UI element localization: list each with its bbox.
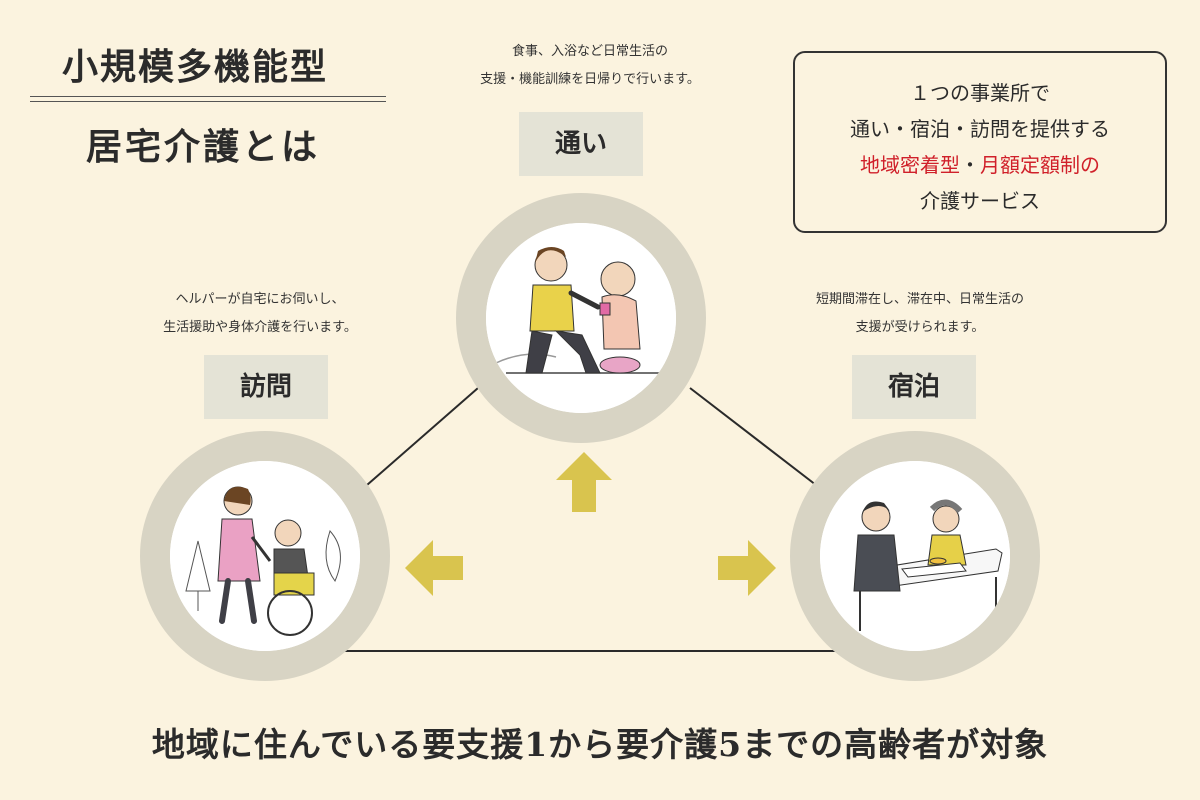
houmon-illustration [170,461,360,651]
houmon-circle [140,431,390,681]
shukuhaku-desc-line1: 短期間滞在し、滞在中、日常生活の [815,292,1024,307]
page-title-line1: 小規模多機能型 [62,46,329,88]
houmon-desc-line2: 生活援助や身体介護を行います。 [163,320,357,335]
title-divider-top [30,96,386,97]
summary-highlight-flatrate: 月額定額制の [980,153,1100,177]
target-audience-caption: 地域に住んでいる要支援1から要介護5までの高齢者が対象 [151,725,1049,764]
summary-separator: ・ [960,153,980,177]
shukuhaku-illustration [820,461,1010,651]
connector-kayoi-shukuhaku [689,387,817,486]
summary-line1: １つの事業所で [910,81,1050,105]
summary-highlight-community: 地域密着型 [860,153,960,177]
shukuhaku-desc-line2: 支援が受けられます。 [855,320,985,335]
kayoi-illustration [486,223,676,413]
arrow-up-icon [556,452,612,512]
connector-kayoi-houmon [366,387,479,486]
page-title-line2: 居宅介護とは [86,126,321,168]
title-divider-bottom [30,101,386,102]
kayoi-desc-line1: 食事、入浴など日常生活の [511,44,668,59]
arrow-left-icon [405,540,463,596]
houmon-desc-line1: ヘルパーが自宅にお伺いし、 [175,292,345,307]
shukuhaku-description: 短期間滞在し、滞在中、日常生活の 支援が受けられます。 [760,286,1080,342]
houmon-description: ヘルパーが自宅にお伺いし、 生活援助や身体介護を行います。 [100,286,420,342]
summary-line2: 通い・宿泊・訪問を提供する [850,117,1110,141]
houmon-label: 訪問 [204,355,328,419]
kayoi-label: 通い [519,112,643,176]
kayoi-circle [456,193,706,443]
summary-box: １つの事業所で 通い・宿泊・訪問を提供する 地域密着型・月額定額制の 介護サービ… [793,51,1167,233]
shukuhaku-circle [790,431,1040,681]
shukuhaku-label: 宿泊 [852,355,976,419]
summary-line3: 地域密着型・月額定額制の [795,147,1165,183]
kayoi-description: 食事、入浴など日常生活の 支援・機能訓練を日帰りで行います。 [420,38,760,94]
kayoi-desc-line2: 支援・機能訓練を日帰りで行います。 [480,72,700,87]
summary-line4: 介護サービス [920,189,1040,213]
arrow-right-icon [718,540,776,596]
